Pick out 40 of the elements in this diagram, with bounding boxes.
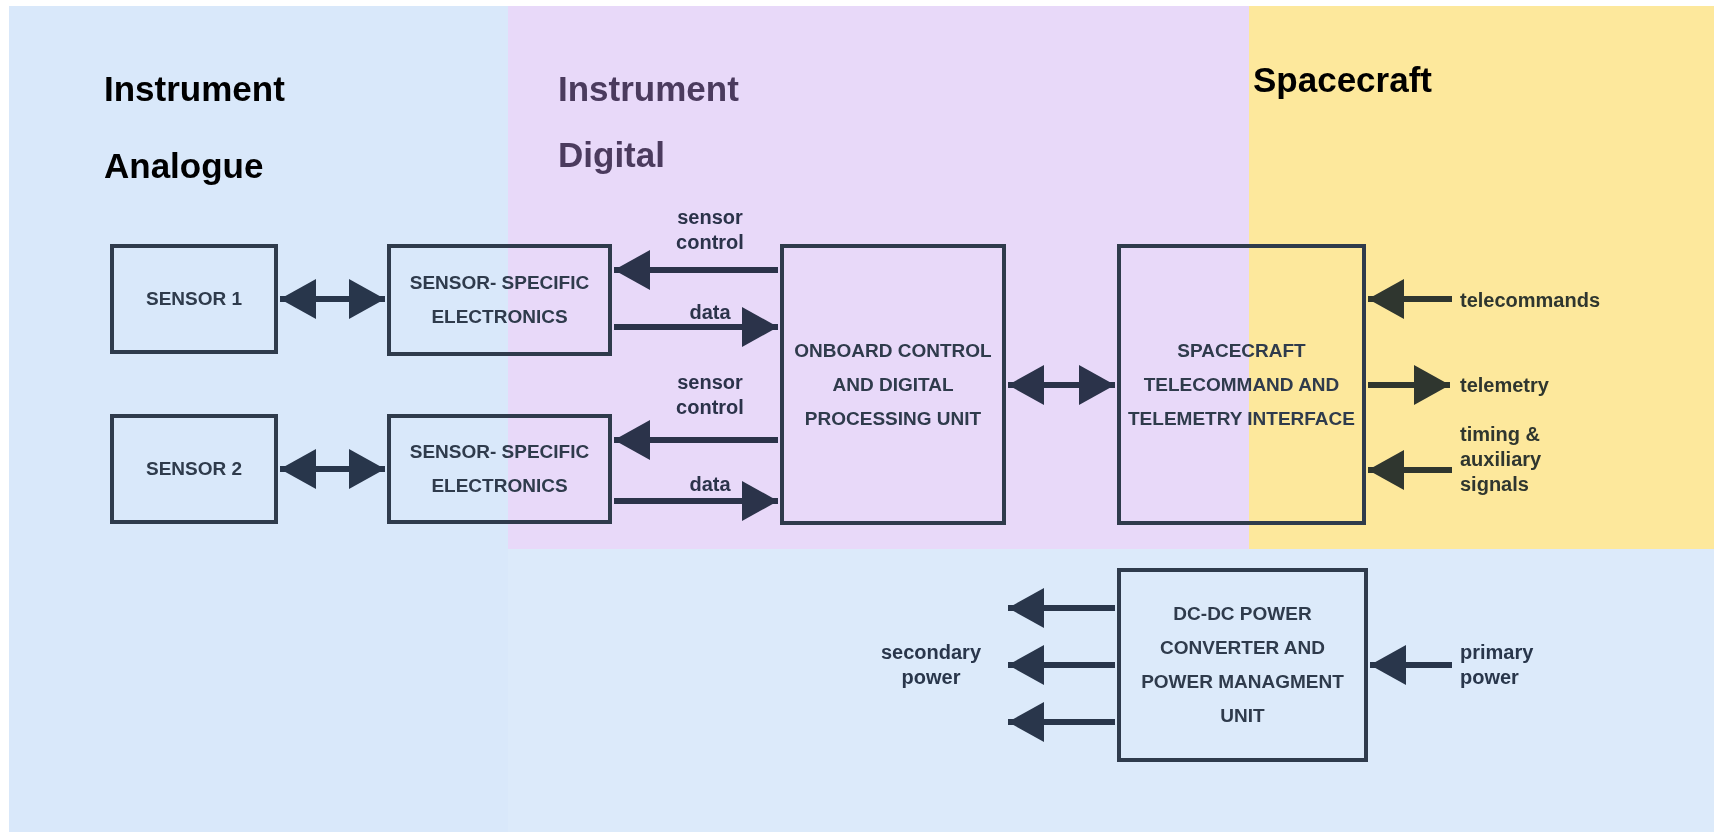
arrow bbox=[1008, 645, 1115, 685]
block-box bbox=[1117, 568, 1368, 762]
signal-label: timing & auxiliary signals bbox=[1460, 421, 1543, 497]
arrow bbox=[1008, 588, 1115, 628]
block-box bbox=[387, 414, 612, 524]
block-label: DC-DC POWER CONVERTER AND POWER MANAGMENT UNIT bbox=[1140, 602, 1345, 728]
signal-label: telecommands bbox=[1460, 287, 1601, 313]
region-heading: Instrument Analogue bbox=[104, 68, 286, 187]
arrow bbox=[1368, 450, 1452, 490]
block-box bbox=[387, 244, 612, 356]
arrow bbox=[1008, 702, 1115, 742]
arrow bbox=[614, 307, 778, 347]
arrow bbox=[280, 449, 385, 489]
arrow bbox=[614, 420, 778, 460]
arrow bbox=[280, 279, 385, 319]
arrow bbox=[1370, 645, 1452, 685]
block-box bbox=[110, 414, 278, 524]
arrow bbox=[1368, 279, 1452, 319]
arrow bbox=[1368, 365, 1450, 405]
block-label: SENSOR 2 bbox=[144, 457, 244, 481]
block-box bbox=[1117, 244, 1366, 525]
edge-label: data bbox=[688, 300, 732, 325]
signal-label: secondary power bbox=[879, 640, 983, 690]
region-heading: Instrument Digital bbox=[558, 68, 740, 176]
block-label: SENSOR 1 bbox=[144, 287, 244, 311]
block-box bbox=[780, 244, 1006, 525]
signal-label: primary power bbox=[1460, 640, 1535, 690]
edge-label: sensor control bbox=[675, 370, 745, 420]
block-label: SPACECRAFT TELECOMMAND AND TELEMETRY INTERFACE bbox=[1127, 338, 1356, 431]
block-box bbox=[110, 244, 278, 354]
block-label: SENSOR- SPECIFIC ELECTRONICS bbox=[408, 271, 591, 329]
arrow bbox=[1008, 365, 1115, 405]
block-label: SENSOR- SPECIFIC ELECTRONICS bbox=[408, 440, 591, 498]
arrow bbox=[614, 250, 778, 290]
arrow bbox=[614, 481, 778, 521]
edge-label: data bbox=[688, 472, 732, 497]
signal-label: telemetry bbox=[1460, 372, 1549, 398]
block-label: ONBOARD CONTROL AND DIGITAL PROCESSING UNIT bbox=[793, 338, 993, 431]
edge-label: sensor control bbox=[675, 205, 745, 255]
region-heading: Spacecraft bbox=[1253, 59, 1433, 101]
